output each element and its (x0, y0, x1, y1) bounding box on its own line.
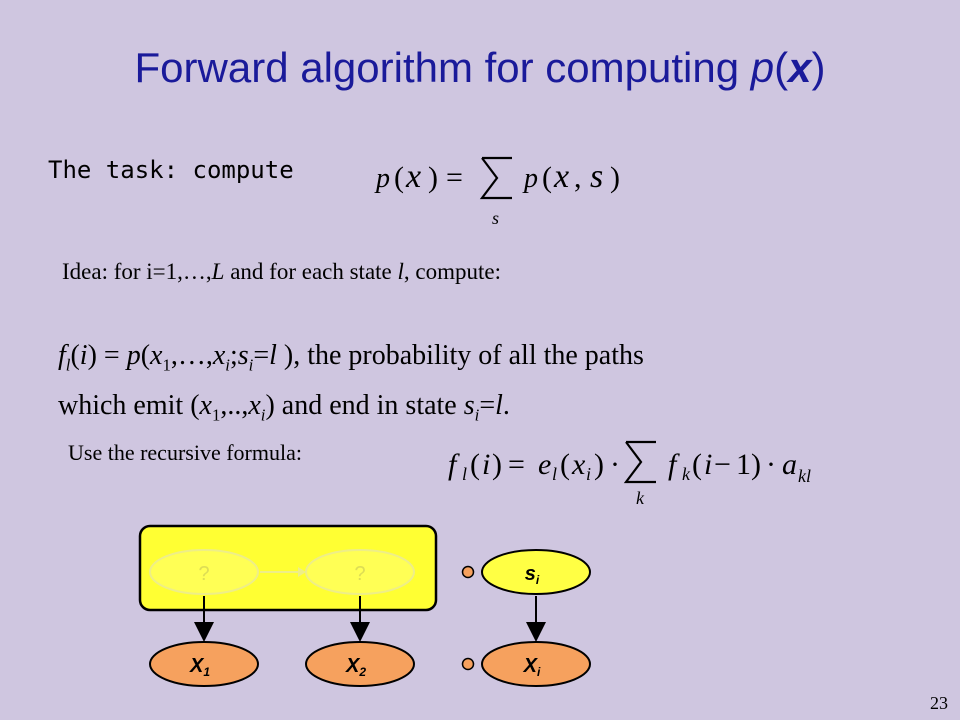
svg-text:x: x (405, 158, 421, 195)
svg-text:s: s (492, 208, 499, 228)
hidden-node-2-label: ? (354, 563, 365, 585)
forward-definition-line-2: which emit (x1,..,xi) and end in state s… (58, 389, 510, 425)
hidden-node-1-label: ? (198, 563, 209, 585)
svg-text:p: p (522, 163, 538, 194)
task-equation: p ( x ) = s p ( x , s ) (374, 156, 620, 228)
svg-text:l: l (462, 464, 467, 484)
svg-text:(: ( (394, 161, 404, 194)
obs-node-i-label: Xi (523, 655, 541, 679)
obs-node-1-label: X1 (189, 655, 210, 679)
svg-text:i: i (586, 464, 591, 484)
forward-definition-line-1: fl(i) = p(x1,…,xi;si=l ), the probabilit… (58, 340, 644, 375)
task-label: The task: compute (48, 156, 294, 184)
svg-text:1): 1) (736, 448, 761, 481)
svg-text:kl: kl (798, 466, 811, 486)
obs-node-2-label: X2 (345, 655, 366, 679)
svg-text:i: i (482, 448, 490, 481)
svg-text:i: i (704, 448, 712, 481)
connector-dot-state (461, 565, 475, 579)
svg-text:a: a (782, 448, 797, 481)
svg-text:−: − (714, 448, 731, 481)
state-node-label: si (525, 563, 540, 587)
hidden-node-1 (149, 549, 259, 595)
svg-text:f: f (448, 448, 460, 481)
svg-text:p: p (374, 163, 390, 194)
svg-text:(: ( (692, 448, 702, 481)
svg-text:(: ( (560, 448, 570, 481)
svg-text:): ) (594, 448, 604, 481)
obs-node-2 (305, 641, 415, 687)
svg-text:e: e (538, 448, 551, 481)
page-number: 23 (930, 693, 948, 713)
svg-text:(: ( (542, 161, 552, 194)
obs-node-1 (149, 641, 259, 687)
svg-text:(: ( (470, 448, 480, 481)
svg-text:f: f (668, 448, 680, 481)
idea-text: Idea: for i=1,…,L and for each state l, … (62, 259, 501, 284)
svg-text:,: , (574, 161, 582, 194)
recursive-equation: f l ( i ) = e l ( x i ) · k f k ( i − 1)… (448, 440, 811, 508)
connector-dot-obs (461, 657, 475, 671)
svg-text:): ) (492, 448, 502, 481)
svg-text:): ) (428, 161, 438, 194)
recursive-label: Use the recursive formula: (68, 440, 302, 465)
hmm-diagram: ? ? X1 X2 si Xi (138, 524, 591, 687)
state-node (481, 549, 591, 595)
svg-text:k: k (636, 488, 645, 508)
svg-text:): ) (610, 161, 620, 194)
svg-text:=: = (508, 448, 525, 481)
svg-text:·: · (766, 448, 776, 481)
svg-text:=: = (446, 161, 463, 194)
svg-text:s: s (590, 158, 603, 195)
svg-text:l: l (552, 464, 557, 484)
obs-node-i (481, 641, 591, 687)
hidden-transition-arrowhead (298, 567, 306, 577)
svg-text:x: x (571, 448, 586, 481)
svg-text:x: x (553, 158, 569, 195)
svg-text:·: · (610, 448, 620, 481)
svg-text:k: k (682, 464, 691, 484)
slide-title: Forward algorithm for computing p(x) (134, 44, 826, 91)
forward-definition: fl(i) = p(x1,…,xi;si=l ), the probabilit… (58, 336, 644, 435)
